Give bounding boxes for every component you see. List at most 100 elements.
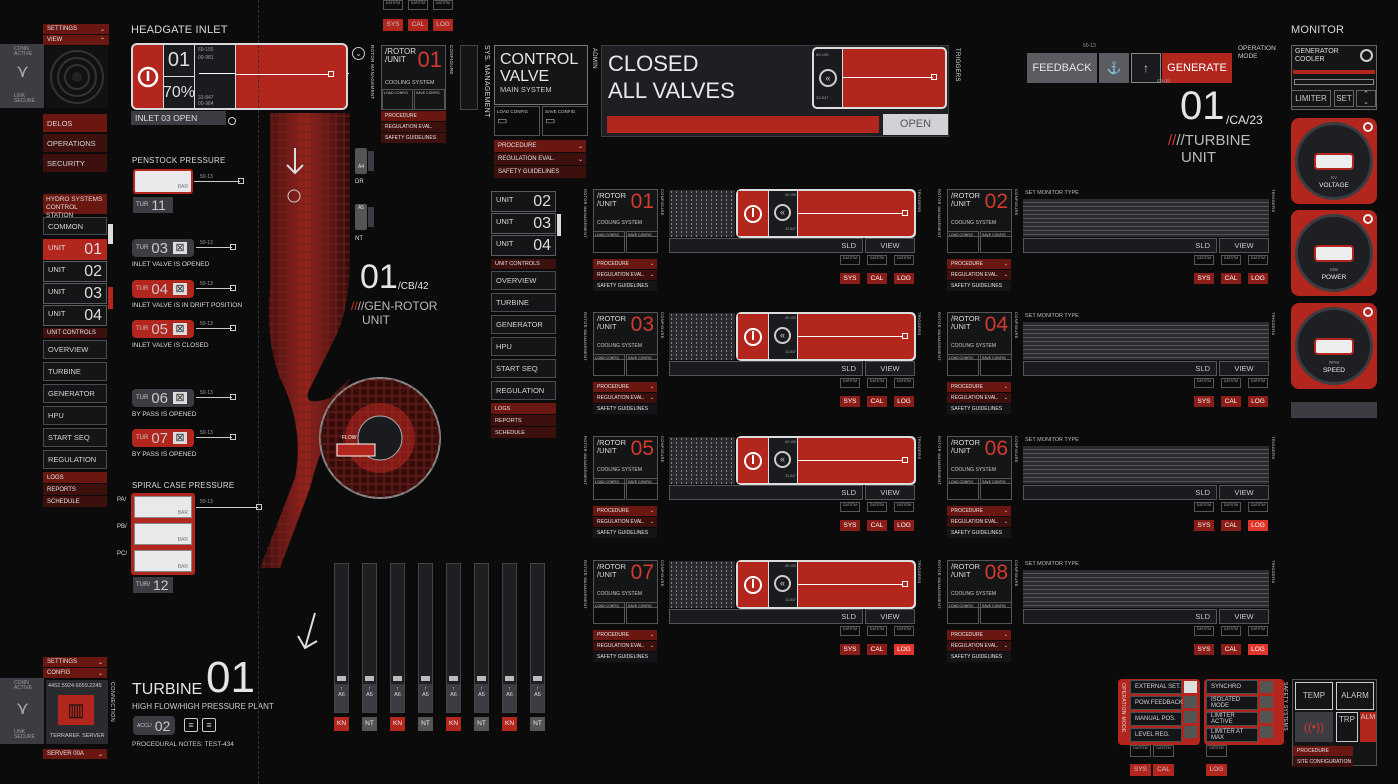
rotor-power-button[interactable]	[738, 438, 768, 483]
mid-schedule[interactable]: SCHEDULE	[491, 427, 556, 438]
dr-control[interactable]: A4	[355, 148, 367, 174]
rotor-procedure[interactable]: PROCEDURE⌄	[593, 382, 657, 392]
control-safety[interactable]: SAFETY GUIDELINES	[494, 166, 586, 178]
rewind-icon[interactable]: «	[774, 451, 791, 468]
bottom-config-dropdown[interactable]: CONFIG⌄	[43, 668, 107, 678]
op-toggle-3[interactable]	[1184, 711, 1197, 723]
mid-hpu[interactable]: HPU	[491, 337, 556, 356]
rewind-icon[interactable]: «	[774, 575, 791, 592]
rotor-sys-button[interactable]: SYS	[1194, 396, 1214, 407]
rotor-top-procedure[interactable]: PROCEDURE	[381, 111, 446, 121]
view-button[interactable]: VIEW	[1219, 485, 1269, 500]
menu-delos[interactable]: DELOS	[43, 114, 107, 132]
rotor-load-config[interactable]: LOAD CONFIG	[947, 354, 979, 376]
valve-handle[interactable]	[230, 244, 236, 250]
set-button[interactable]: SET	[1334, 90, 1354, 107]
rotor-regulation[interactable]: REGULATION EVAL.⌄	[593, 517, 657, 527]
rotor-cal-button[interactable]: CAL	[867, 644, 887, 655]
rotor-power-button[interactable]	[738, 314, 768, 359]
rotor-sys-button[interactable]: SYS	[840, 520, 860, 531]
rotor-safety[interactable]: SAFETY GUIDELINES	[593, 528, 657, 538]
rotor-regulation[interactable]: REGULATION EVAL.⌄	[593, 393, 657, 403]
op-toggle-1[interactable]	[1184, 681, 1197, 693]
valve-handle[interactable]	[230, 325, 236, 331]
save-config-button[interactable]: SAVE CONFIG	[414, 89, 445, 110]
rotor-log-button[interactable]: LOG	[894, 520, 914, 531]
view-button[interactable]: VIEW	[865, 485, 915, 500]
op-manual-pos[interactable]: MANUAL POS.	[1130, 712, 1182, 726]
rotor-save-config[interactable]: SAVE CONFIG	[980, 478, 1012, 500]
valve-badge-4[interactable]: TUR 07 ⊠	[132, 429, 194, 447]
rotor-safety[interactable]: SAFETY GUIDELINES	[947, 404, 1011, 414]
rotor-load-config[interactable]: LOAD CONFIG	[593, 354, 625, 376]
rotor-procedure[interactable]: PROCEDURE⌄	[947, 630, 1011, 640]
rotor-gauge-handle[interactable]	[902, 210, 908, 216]
alm-button[interactable]: ALM	[1360, 712, 1376, 742]
rotor-load-config[interactable]: LOAD CONFIG	[593, 602, 625, 624]
rotor-save-config[interactable]: SAVE CONFIG	[626, 478, 658, 500]
view-dropdown[interactable]: VIEW⌃	[43, 35, 109, 45]
op-cal-button[interactable]: CAL	[1153, 764, 1174, 776]
rotor-procedure[interactable]: PROCEDURE⌄	[947, 382, 1011, 392]
rotor-regulation[interactable]: REGULATION EVAL.⌄	[947, 393, 1011, 403]
gauge-marker[interactable]	[421, 676, 430, 681]
sld-button[interactable]: SLD	[669, 238, 863, 253]
safety-site-config[interactable]: SITE CONFIGURATION	[1293, 757, 1353, 767]
rotor-save-config[interactable]: SAVE CONFIG	[626, 602, 658, 624]
op2-toggle-2[interactable]	[1260, 696, 1273, 708]
inlet-chevron-icon[interactable]: ⌄	[352, 47, 365, 60]
rotor-power-button[interactable]	[738, 562, 768, 607]
rotor-log-button[interactable]: LOG	[1248, 396, 1268, 407]
control-load-config[interactable]: LOAD CONFIG▭	[494, 106, 540, 136]
op-toggle-2[interactable]	[1184, 696, 1197, 708]
gauge-marker[interactable]	[365, 676, 374, 681]
rotor-log-button[interactable]: LOG	[894, 396, 914, 407]
inlet-slider-handle[interactable]	[328, 71, 334, 77]
rotor-cal-button[interactable]: CAL	[1221, 644, 1241, 655]
gauge-marker[interactable]	[449, 676, 458, 681]
signal-icon[interactable]: ((•))	[1295, 712, 1333, 742]
open-button[interactable]: OPEN	[883, 114, 948, 135]
view-button[interactable]: VIEW	[1219, 609, 1269, 624]
left-logs[interactable]: LOGS	[43, 472, 107, 483]
left-overview[interactable]: OVERVIEW	[43, 340, 107, 359]
valve-badge-0[interactable]: TUR 03 ⊠	[132, 239, 194, 257]
rotor-safety[interactable]: SAFETY GUIDELINES	[593, 281, 657, 291]
rotor-sys-button[interactable]: SYS	[840, 644, 860, 655]
rotor-gauge-handle[interactable]	[902, 581, 908, 587]
spiral-handle[interactable]	[256, 504, 262, 510]
view-button[interactable]: VIEW	[865, 238, 915, 253]
op-sys-button[interactable]: SYS	[1130, 764, 1151, 776]
updown-icon[interactable]: ⌃⌄	[1356, 90, 1376, 107]
rotor-cal-button[interactable]: CAL	[1221, 396, 1241, 407]
op-log-button[interactable]: LOG	[1206, 764, 1227, 776]
gauge-bottom-button-2[interactable]: KN	[390, 717, 405, 731]
valve-badge-1[interactable]: TUR 04 ⊠	[132, 280, 194, 298]
rotor-log-button[interactable]: LOG	[1248, 520, 1268, 531]
left-turbine[interactable]: TURBINE	[43, 362, 107, 381]
rotor-log-button[interactable]: LOG	[894, 644, 914, 655]
rotor-gauge-handle[interactable]	[902, 457, 908, 463]
settings-dropdown[interactable]: SETTINGS⌄	[43, 24, 109, 34]
left-regulation[interactable]: REGULATION	[43, 450, 107, 469]
rotor-sys-button[interactable]: SYS	[840, 273, 860, 284]
rotor-log-button[interactable]: LOG	[1248, 273, 1268, 284]
rotor-cal-button[interactable]: CAL	[1221, 520, 1241, 531]
view-button[interactable]: VIEW	[865, 361, 915, 376]
left-reports[interactable]: REPORTS	[43, 484, 107, 495]
rotor-power-button[interactable]	[738, 191, 768, 236]
penstock-pressure-input[interactable]: BAR	[133, 169, 193, 194]
inlet-power-button[interactable]	[133, 45, 163, 108]
op-synchro[interactable]: SYNCHRO	[1206, 680, 1258, 694]
rotor-log-button[interactable]: LOG	[894, 273, 914, 284]
valve-badge-2[interactable]: TUR 05 ⊠	[132, 320, 194, 338]
rewind-icon[interactable]: «	[819, 69, 837, 87]
mid-logs[interactable]: LOGS	[491, 403, 556, 414]
sld-button[interactable]: SLD	[1023, 609, 1217, 624]
rotor-procedure[interactable]: PROCEDURE⌄	[593, 506, 657, 516]
left-start-seq[interactable]: START SEQ	[43, 428, 107, 447]
